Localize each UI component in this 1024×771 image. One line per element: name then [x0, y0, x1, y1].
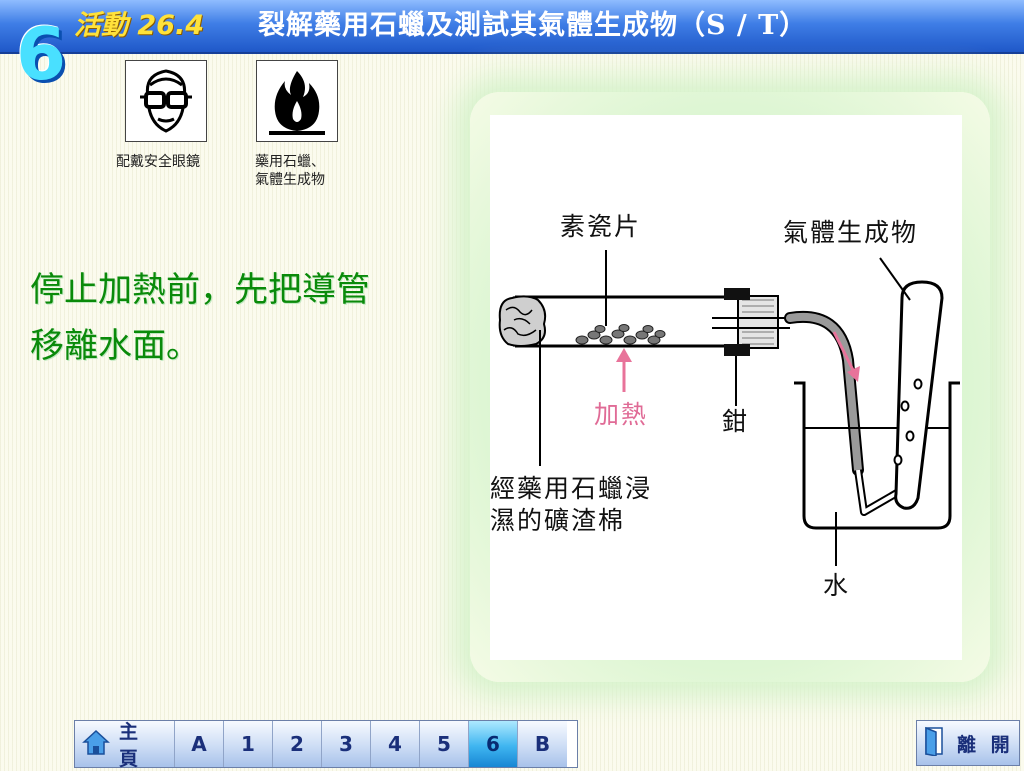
page-title: 裂解藥用石蠟及測試其氣體生成物（S / T）: [258, 10, 808, 41]
flammable-icon: [256, 60, 338, 142]
apparatus-diagram: 素瓷片 氣體生成物 加熱 鉗 經藥用石蠟浸 濕的礦渣棉 水: [490, 115, 962, 660]
nav-button-1[interactable]: 1: [224, 721, 273, 767]
label-porcelain: 素瓷片: [560, 212, 642, 241]
nav-button-5[interactable]: 5: [420, 721, 469, 767]
nav-button-4[interactable]: 4: [371, 721, 420, 767]
navigation-bar: 主 頁 A 1 2 3 4 5 6 B: [74, 720, 578, 770]
label-clamp: 鉗: [722, 407, 750, 436]
instruction-text: 停止加熱前，先把導管 移離水面。: [30, 270, 370, 366]
label-gas-product: 氣體生成物: [783, 218, 919, 247]
home-button[interactable]: 主 頁: [75, 721, 175, 770]
exit-door-icon: [923, 726, 947, 761]
goggles-icon: [125, 60, 207, 142]
activity-number: 活動 26.4: [74, 10, 205, 41]
label-heat: 加熱: [594, 400, 649, 429]
nav-button-3[interactable]: 3: [322, 721, 371, 767]
nav-button-b[interactable]: B: [518, 721, 567, 767]
safety-label-goggles: 配戴安全眼鏡: [116, 153, 200, 169]
step-number-badge: 6: [15, 12, 67, 96]
nav-button-2[interactable]: 2: [273, 721, 322, 767]
nav-button-6[interactable]: 6: [469, 721, 518, 767]
home-icon: [81, 727, 111, 762]
label-water: 水: [823, 571, 851, 600]
exit-button[interactable]: 離 開: [916, 720, 1020, 766]
safety-label-flammable: 藥用石蠟、 氣體生成物: [255, 153, 325, 187]
nav-button-a[interactable]: A: [175, 721, 224, 767]
label-mineral-wool: 經藥用石蠟浸 濕的礦渣棉: [490, 474, 653, 535]
title-bar: [0, 0, 1024, 54]
